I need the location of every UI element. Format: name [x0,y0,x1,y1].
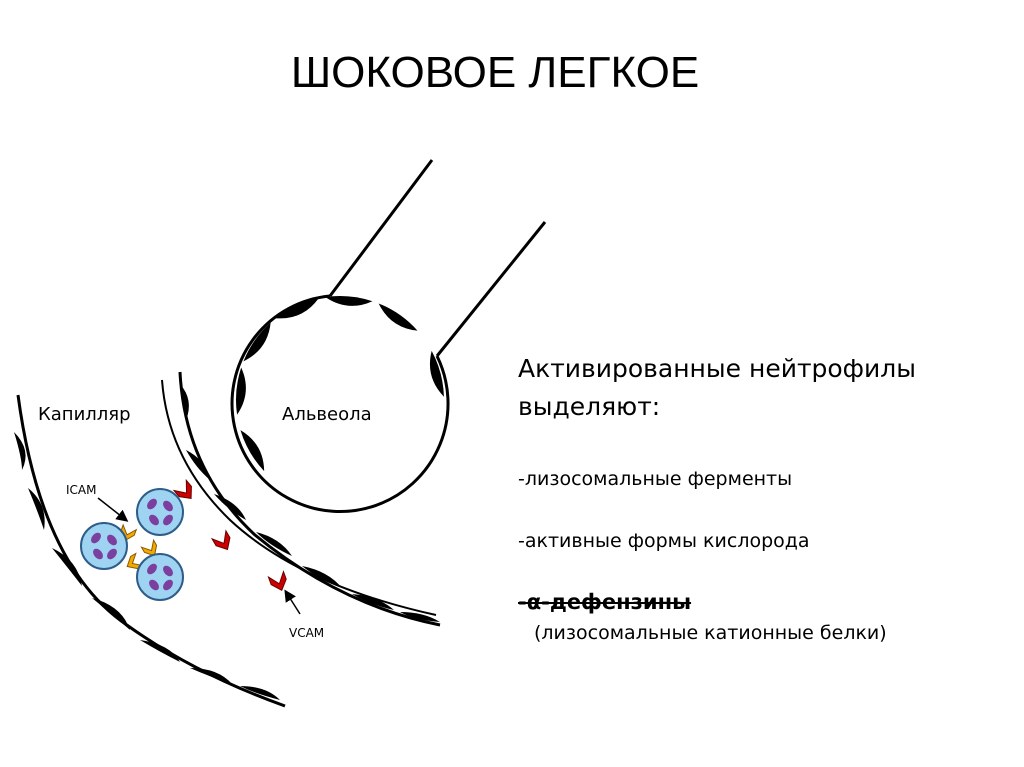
endothelial-cell-icon [302,566,342,588]
endothelial-cell-icon [52,548,82,586]
neutrophil-cells [81,489,183,600]
endothelial-cell-icon [28,488,45,530]
alveolar-epithelial-cell-icon [276,298,319,318]
cell-membrane [137,554,183,600]
description-heading: Активированные нейтрофилы выделяют: [518,350,998,426]
neutrophil-cell-icon [137,489,183,535]
alveolar-duct-wall [437,222,545,356]
capillary-label: Капилляр [38,404,131,425]
secreted-item-note: (лизосомальные катионные белки) [534,622,887,644]
cell-membrane [81,523,127,569]
cell-membrane [137,489,183,535]
endothelial-cell-icon [214,494,246,520]
vcam-marker-icon [212,531,234,554]
endothelial-cell-icon [140,640,180,662]
secreted-item: -активные формы кислорода [518,530,810,552]
alveolar-duct-wall [330,160,432,296]
alveolar-epithelial-cell-icon [325,296,372,306]
alveolus-label: Альвеола [282,404,372,425]
vcam-marker-icon [268,572,289,593]
alveolar-epithelial-cell-icon [243,322,270,361]
neutrophil-cell-icon [81,523,127,569]
vcam-label: VCAM [289,626,324,640]
endothelial-cell-icon [190,668,232,684]
secreted-item: -α-дефензины [518,590,691,614]
neutrophil-cell-icon [137,554,183,600]
vcam-pointer-arrow [286,592,300,614]
icam-pointer-arrow [98,498,126,520]
icam-label: ICAM [66,483,96,497]
secreted-item: -лизосомальные ферменты [518,468,792,490]
alveolar-epithelial-cell-icon [379,303,418,330]
vcam-markers [174,480,289,593]
description-panel: Активированные нейтрофилы выделяют: -лиз… [518,350,998,426]
